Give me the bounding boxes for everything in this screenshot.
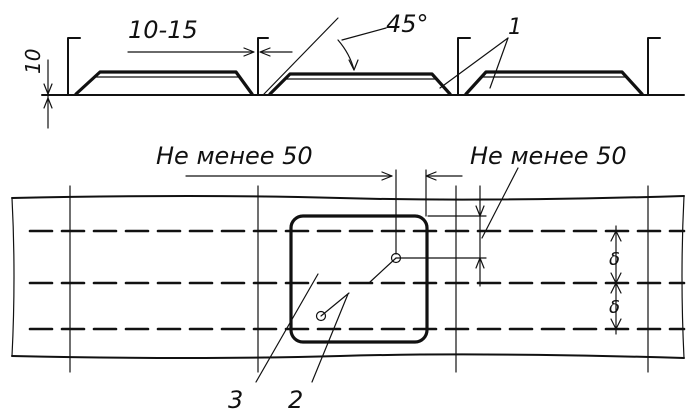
dim-right-label: Не менее 50	[470, 142, 627, 170]
flange-2	[257, 37, 269, 96]
dim-mid-arrow-top	[610, 230, 622, 242]
plan-view: Не менее 50 Не менее 50 δ δ 3 2	[11, 142, 686, 414]
dim-gap-label: 10-15	[128, 16, 198, 44]
strip-left-edge	[11, 197, 15, 357]
strip-right-edge	[681, 195, 685, 359]
dim-mid-label-a: δ	[609, 249, 620, 270]
callout-1-leader-b	[489, 37, 509, 89]
plate-3	[464, 70, 644, 96]
dim-gap-arrow-right	[259, 47, 271, 57]
angle-arrow	[348, 59, 359, 71]
dim-mid-arrow-bottom	[610, 318, 622, 330]
strip-bottom-edge	[11, 353, 685, 359]
dim-height-label: 10	[21, 49, 45, 74]
callout-2-label: 2	[288, 386, 303, 414]
callout-1-leader-a	[439, 37, 509, 89]
marker-link-a	[369, 257, 397, 283]
flange-3	[457, 37, 471, 96]
dim-height-arrow	[43, 83, 53, 95]
plate-2	[268, 72, 452, 96]
callout-3-label: 3	[228, 386, 243, 414]
dim-left-label: Не менее 50	[156, 142, 313, 170]
plate-1	[74, 70, 254, 96]
angle-leader-b	[341, 27, 387, 41]
dim-left-arrow-2	[425, 171, 437, 181]
dim-mid-label-b: δ	[609, 297, 620, 318]
elevation-view: 10-15 10 45° 1	[21, 10, 685, 129]
flange-1	[67, 37, 81, 96]
callout-3-leader	[255, 273, 319, 383]
dim-mid-arrow-mid-b	[610, 282, 622, 294]
dim-height-arrow-2	[43, 97, 53, 109]
dim-gap-arrow-left	[243, 47, 255, 57]
callout-1-label: 1	[508, 15, 522, 40]
strip-top-edge	[11, 195, 685, 201]
dim-left-arrow	[381, 171, 393, 181]
angle-leader-a	[263, 17, 339, 95]
patch-outline	[289, 214, 429, 344]
angle-label: 45°	[386, 10, 429, 38]
marker-link-b	[320, 292, 350, 317]
callout-2-leader	[311, 293, 349, 383]
marker-point-lower	[315, 310, 327, 322]
flange-4	[647, 37, 661, 96]
dim-right-leader	[481, 167, 519, 239]
